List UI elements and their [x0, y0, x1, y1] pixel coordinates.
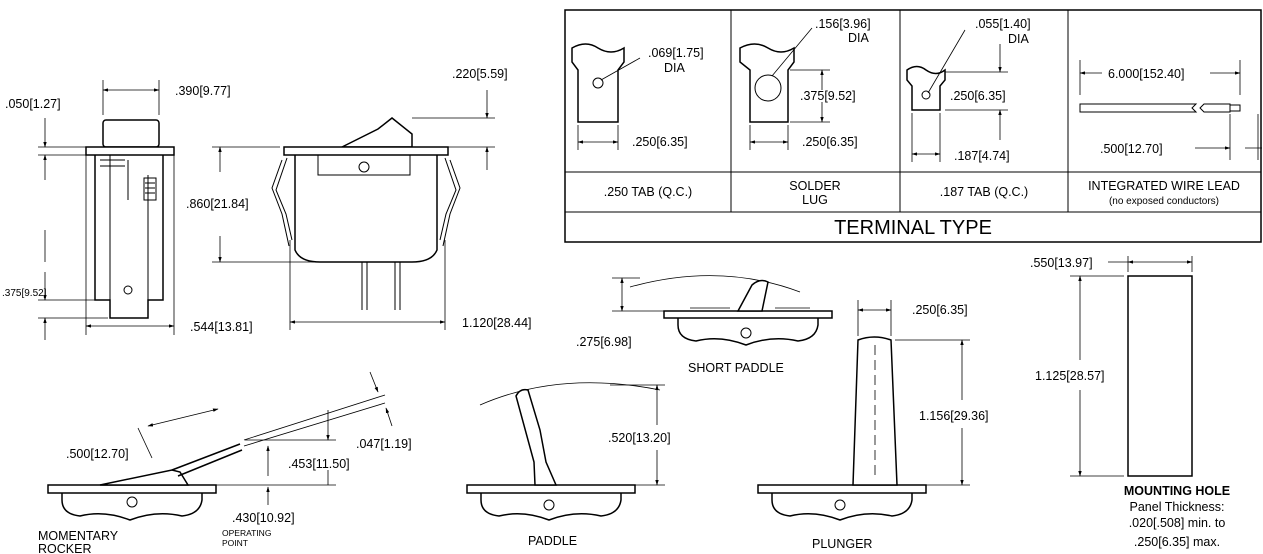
tab250-width-label: .250[6.35] [632, 135, 688, 149]
lug-hole-sub: DIA [848, 31, 870, 45]
lug-name-1: SOLDER [789, 179, 840, 193]
tab187-width-label: .187[4.74] [954, 149, 1010, 163]
plunger: .250[6.35] 1.156[29.36] PLUNGER [757, 300, 989, 551]
tab187-name: .187 TAB (Q.C.) [940, 185, 1028, 199]
side-width-label: .390[9.77] [175, 84, 231, 98]
tab187-hole-sub: DIA [1008, 32, 1030, 46]
paddle: .520[13.20] PADDLE [466, 382, 671, 548]
mount-note-2: .020[.508] min. to [1129, 516, 1226, 530]
front-view: .220[5.59] .860[21.84] 1.120[28.44] [186, 67, 532, 330]
lug-length-label: .375[9.52] [800, 89, 856, 103]
short-paddle-title: SHORT PADDLE [688, 361, 784, 375]
plunger-width-label: .250[6.35] [912, 303, 968, 317]
short-paddle: .275[6.98] SHORT PADDLE [576, 275, 833, 375]
paddle-height-label: .520[13.20] [608, 431, 671, 445]
tab250-name: .250 TAB (Q.C.) [604, 185, 692, 199]
wire-name-1: INTEGRATED WIRE LEAD [1088, 179, 1240, 193]
short-paddle-height-label: .275[6.98] [576, 335, 632, 349]
mount-width-label: .550[13.97] [1030, 256, 1093, 270]
wire-strip-label: .500[12.70] [1100, 142, 1163, 156]
momentary-rocker: .500[12.70] .047[1.19] .453[11.50] .430[… [38, 371, 412, 554]
mount-title: MOUNTING HOLE [1124, 484, 1230, 498]
rocker-op-text-1: OPERATING [222, 528, 271, 538]
rocker-travel-label: .047[1.19] [356, 437, 412, 451]
paddle-title: PADDLE [528, 534, 577, 548]
lug-hole-label: .156[3.96] [815, 17, 871, 31]
terminal-type-title: TERMINAL TYPE [834, 217, 992, 239]
wire-name-2: (no exposed conductors) [1109, 196, 1219, 207]
front-height-label: .860[21.84] [186, 197, 249, 211]
side-step-label: .050[1.27] [5, 97, 61, 111]
rocker-op-text-2: POINT [222, 538, 248, 548]
plunger-height-label: 1.156[29.36] [919, 409, 989, 423]
rocker-title-2: ROCKER [38, 542, 91, 554]
wire-length-label: 6.000[152.40] [1108, 67, 1184, 81]
rocker-title-1: MOMENTARY [38, 529, 119, 543]
rocker-length-label: .500[12.70] [66, 447, 129, 461]
tab187-length-label: .250[6.35] [950, 89, 1006, 103]
side-overall-label: .544[13.81] [190, 320, 253, 334]
front-length-label: 1.120[28.44] [462, 316, 532, 330]
plunger-title: PLUNGER [812, 537, 872, 551]
rocker-op-label: .430[10.92] [232, 511, 295, 525]
side-view: .390[9.77] .050[1.27] .375[9.52] .544[13… [2, 80, 253, 340]
lug-width-label: .250[6.35] [802, 135, 858, 149]
front-rise-label: .220[5.59] [452, 67, 508, 81]
tab187-hole-label: .055[1.40] [975, 17, 1031, 31]
tab250-hole-label: .069[1.75] [648, 46, 704, 60]
mount-height-label: 1.125[28.57] [1035, 369, 1105, 383]
mounting-hole: .550[13.97] 1.125[28.57] MOUNTING HOLE P… [1030, 256, 1230, 549]
mount-note-3: .250[6.35] max. [1134, 535, 1220, 549]
mount-note-1: Panel Thickness: [1130, 500, 1225, 514]
lug-name-2: LUG [802, 193, 828, 207]
tab250-hole-sub: DIA [664, 61, 686, 75]
rocker-height-label: .453[11.50] [288, 457, 350, 471]
side-tab-label: .375[9.52] [2, 288, 47, 299]
terminal-table: TERMINAL TYPE .069[1.75] DIA .250[6.35] … [564, 9, 1262, 243]
